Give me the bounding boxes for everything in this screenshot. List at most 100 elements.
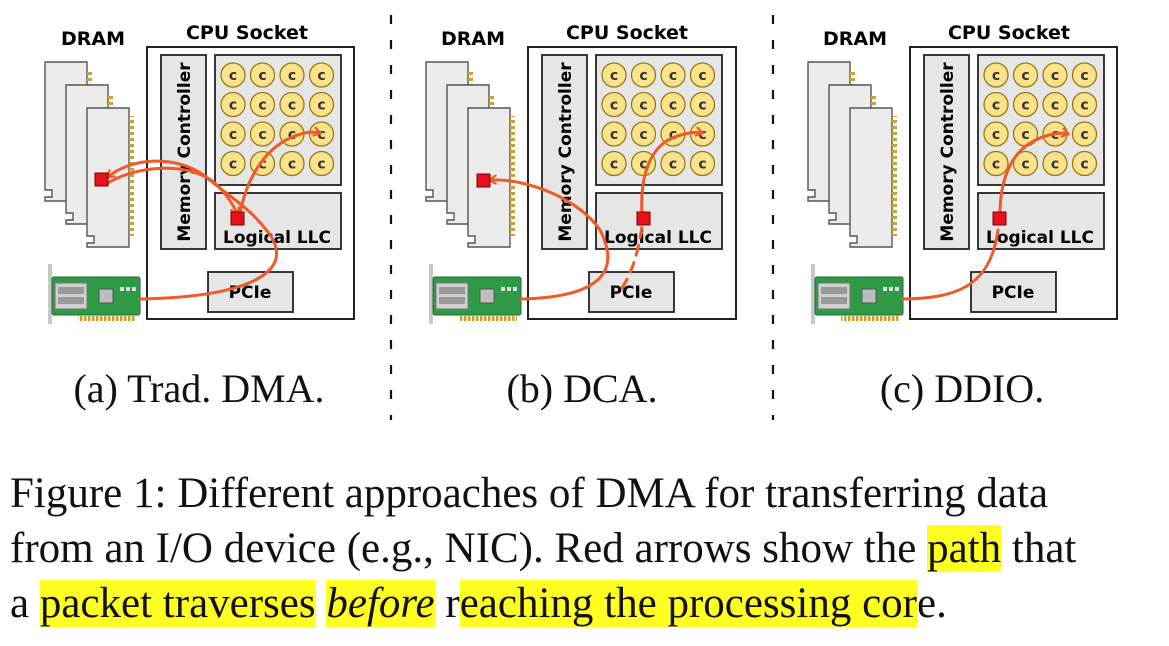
dram-label: DRAM (61, 28, 125, 50)
caption-highlight-italic: before (326, 580, 435, 627)
dram-modules (807, 61, 897, 248)
cpu-core-label: c (992, 157, 1000, 173)
cpu-core (660, 91, 686, 118)
cpu-core (1071, 150, 1098, 177)
cpu-core (308, 150, 335, 177)
cpu-core (220, 91, 246, 118)
cpu-core-label: c (610, 68, 618, 84)
cpu-core-label: c (317, 157, 325, 173)
caption-highlight: packet traverses (39, 580, 316, 627)
pcie-label: PCIe (610, 283, 653, 303)
cpu-core-label: c (1051, 157, 1059, 173)
cpu-core-label: c (1021, 157, 1029, 173)
cpu-core-label: c (288, 68, 296, 84)
dram-modules (44, 61, 134, 248)
cpu-socket-label: CPU Socket (186, 22, 308, 44)
pcie-box (970, 271, 1057, 313)
cpu-core-label: c (317, 127, 325, 143)
subcaption-c: (c) DDIO. (880, 366, 1044, 411)
caption-text: a (10, 580, 40, 627)
cpu-core (308, 91, 335, 118)
memory-controller-label: Memory Controller (938, 62, 958, 242)
nic-card (48, 264, 141, 324)
caption-line-1: Figure 1: Different approaches of DMA fo… (10, 470, 1049, 517)
cpu-core (660, 150, 686, 177)
cpu-core-label: c (1080, 68, 1088, 84)
dram-modules (425, 61, 515, 248)
memory-controller (160, 54, 207, 250)
cpu-core-label: c (317, 68, 325, 84)
cpu-core-label: c (258, 127, 266, 143)
path-nic-to-dram (490, 180, 610, 301)
cpu-core-label: c (698, 157, 706, 173)
cpu-core (1012, 150, 1039, 177)
cpu-core-label: c (639, 127, 647, 143)
cpu-core (630, 62, 657, 88)
cpu-core-label: c (1021, 127, 1029, 143)
path-llc-to-core (640, 132, 702, 216)
pcie-label: PCIe (992, 283, 1035, 303)
cpu-core (983, 121, 1009, 147)
logical-llc-label: Logical LLC (986, 228, 1094, 248)
nic-card (811, 264, 904, 324)
cpu-core (983, 62, 1009, 88)
cpu-core (630, 121, 657, 147)
dram-module (86, 107, 134, 248)
cpu-core-label: c (698, 98, 706, 114)
path-llc-to-core (238, 132, 320, 215)
cpu-core (220, 150, 246, 177)
cpu-core-label: c (229, 157, 237, 173)
cpu-core-label: c (992, 127, 1000, 143)
cpu-core-label: c (639, 157, 647, 173)
cpu-core-label: c (229, 98, 237, 114)
memory-controller (923, 54, 970, 250)
packet-in-llc (992, 211, 1007, 226)
cpu-core-label: c (1080, 98, 1088, 114)
cpu-core (279, 150, 305, 177)
cpu-core (601, 121, 627, 147)
caption-line-2: from an I/O device (e.g., NIC). Red arro… (10, 521, 1169, 576)
cpu-core (601, 150, 627, 177)
cpu-core (689, 91, 716, 118)
dram-label: DRAM (441, 28, 505, 50)
cpu-core (601, 91, 627, 118)
memory-controller-label: Memory Controller (175, 62, 195, 242)
caption-text: r (434, 580, 460, 627)
path-nic-to-dram (108, 159, 279, 301)
cpu-core-label: c (698, 68, 706, 84)
cpu-core-label: c (1051, 68, 1059, 84)
cpu-core-label: c (610, 127, 618, 143)
cpu-core-label: c (669, 68, 677, 84)
cpu-core (1071, 62, 1098, 88)
cpu-core (630, 91, 657, 118)
cpu-core-label: c (288, 98, 296, 114)
cpu-core-label: c (288, 127, 296, 143)
caption-text: e. (917, 580, 947, 627)
dram-module (467, 107, 515, 248)
cpu-core-label: c (669, 127, 677, 143)
cpu-core (983, 91, 1009, 118)
cpu-core-label: c (1080, 157, 1088, 173)
cpu-core-label: c (1021, 68, 1029, 84)
packet-in-llc (230, 211, 245, 226)
cpu-core-label: c (669, 98, 677, 114)
subcaption-b: (b) DCA. (506, 366, 657, 411)
cpu-core (1042, 91, 1068, 118)
memory-controller (541, 54, 588, 250)
caption-line-3: a packet traverses before reaching the p… (10, 576, 1169, 631)
cpu-core (279, 91, 305, 118)
cpu-core (249, 91, 276, 118)
dram-label: DRAM (823, 28, 887, 50)
packet-in-dram (94, 172, 109, 187)
cpu-core-label: c (639, 68, 647, 84)
nic-card (429, 264, 522, 324)
memory-controller-label: Memory Controller (556, 62, 576, 242)
cpu-core-label: c (1051, 98, 1059, 114)
cpu-core (249, 121, 276, 147)
cpu-socket-label: CPU Socket (948, 22, 1070, 44)
cpu-core (1042, 62, 1068, 88)
